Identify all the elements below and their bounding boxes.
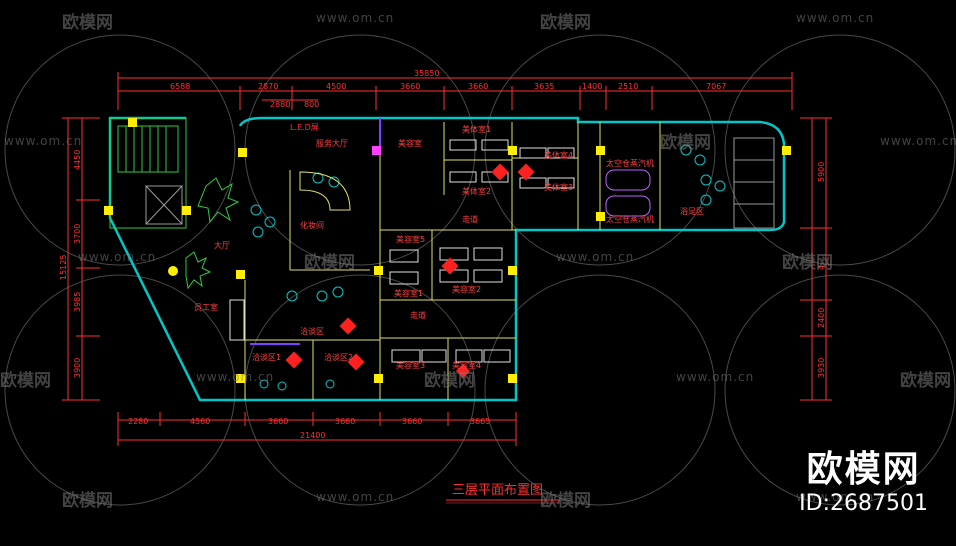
beds (389, 139, 575, 363)
watermark-url: www.om.cn (796, 11, 875, 25)
pink-column (372, 146, 381, 155)
room-body-3: 美体室3 (544, 182, 573, 192)
watermark-url: www.om.cn (796, 490, 875, 504)
room-consult-2: 洽谈区2 (324, 352, 353, 362)
svg-text:800: 800 (304, 100, 319, 109)
top-total-label: 35850 (414, 69, 439, 78)
svg-text:3660: 3660 (400, 82, 420, 91)
watermark-url: www.om.cn (78, 250, 157, 264)
watermark-logo: 欧模网 (900, 371, 951, 391)
svg-text:1400: 1400 (582, 82, 602, 91)
svg-text:6588: 6588 (170, 82, 190, 91)
left-total-label: 15125 (59, 255, 68, 280)
svg-text:3665: 3665 (470, 417, 490, 426)
svg-text:2880: 2880 (270, 100, 290, 109)
svg-text:5900: 5900 (817, 162, 826, 182)
svg-text:2400: 2400 (817, 308, 826, 328)
room-beauty-2: 美容室2 (452, 284, 481, 294)
room-staff: 员工室 (194, 302, 218, 312)
watermark-logo: 欧模网 (782, 253, 833, 273)
brand-badge: 欧模网 ID:2687501 (799, 450, 928, 518)
svg-text:4500: 4500 (326, 82, 346, 91)
watermark-logo: 欧模网 (540, 491, 591, 511)
svg-text:4: 4 (817, 265, 826, 270)
watermark-circles (4, 34, 956, 506)
svg-text:3900: 3900 (73, 358, 82, 378)
svg-text:3660: 3660 (268, 417, 288, 426)
watermark-logo: 欧模网 (660, 133, 711, 153)
svg-text:3985: 3985 (73, 292, 82, 312)
staff-desk (229, 299, 245, 341)
room-body-2: 美体室2 (462, 186, 491, 196)
room-body-1: 美体室1 (462, 124, 491, 134)
brand-logo: 欧模网 (806, 449, 921, 490)
watermark-url: www.om.cn (196, 370, 275, 384)
watermark-logo: 欧模网 (424, 371, 475, 391)
top-dimension-chain (117, 72, 793, 110)
svg-text:4450: 4450 (73, 150, 82, 170)
corridor-label: 走道 (462, 214, 478, 224)
bottom-total-label: 21400 (300, 431, 325, 440)
room-space-cabin-2: 太空仓蒸汽机 (606, 214, 654, 224)
stairwell (109, 117, 187, 229)
watermark-logo: 欧模网 (0, 371, 51, 391)
svg-text:3660: 3660 (335, 417, 355, 426)
watermark-url: www.om.cn (316, 11, 395, 25)
svg-text:2510: 2510 (618, 82, 638, 91)
watermark-logo: 欧模网 (304, 253, 355, 273)
svg-text:7067: 7067 (706, 82, 726, 91)
inner-walls (230, 122, 661, 400)
partitions (250, 118, 381, 345)
room-hall: 大厅 (214, 240, 230, 250)
sofa-chairs (250, 144, 726, 391)
tables (285, 163, 535, 379)
watermark-logo: 欧模网 (62, 13, 113, 33)
bottom-dimension-chain (117, 412, 517, 446)
room-beauty-5: 美容室5 (396, 234, 425, 244)
room-cosmetics: 化妆间 (300, 220, 324, 230)
space-cabins (605, 169, 651, 217)
plants (185, 177, 240, 290)
watermark-logo: 欧模网 (62, 491, 113, 511)
room-labels: 服务大厅 大厅 化妆间 员工室 洽谈区 洽谈区1 洽谈区2 美容室 美体室1 美… (194, 124, 704, 370)
svg-text:2280: 2280 (128, 417, 148, 426)
room-consult: 洽谈区 (300, 326, 324, 336)
drawing-title: 三层平面布置图 (452, 483, 543, 498)
svg-text:3930: 3930 (817, 358, 826, 378)
watermark-url: www.om.cn (556, 250, 635, 264)
columns (104, 118, 791, 383)
left-dimension-chain (62, 117, 100, 401)
dimension-labels: 35850 6588 2870 4500 3660 3660 3635 1400… (59, 69, 826, 440)
corridor-label-2: 走道 (410, 310, 426, 320)
room-beauty-4: 美容室4 (452, 360, 481, 370)
room-beauty-3: 美容室3 (396, 360, 425, 370)
watermark-url: www.om.cn (316, 490, 395, 504)
right-dimension-chain (800, 117, 832, 401)
room-pool: 浴足区 (680, 206, 704, 216)
watermark-url: www.om.cn (880, 134, 956, 148)
watermark-url: www.om.cn (676, 370, 755, 384)
room-consult-1: 洽谈区1 (252, 352, 281, 362)
room-products: 美容室 (398, 138, 422, 148)
svg-text:3660: 3660 (468, 82, 488, 91)
outer-walls (108, 116, 786, 402)
watermark-logo: 欧模网 (540, 13, 591, 33)
svg-text:3635: 3635 (534, 82, 554, 91)
elevator (145, 137, 775, 229)
svg-text:4560: 4560 (190, 417, 210, 426)
room-body-4: 美体室4 (544, 150, 573, 160)
watermark-url: www.om.cn (4, 134, 83, 148)
svg-text:3660: 3660 (402, 417, 422, 426)
reception-desk (299, 171, 351, 211)
svg-text:2870: 2870 (258, 82, 278, 91)
room-service-hall: 服务大厅 (316, 138, 348, 148)
svg-text:3700: 3700 (73, 224, 82, 244)
room-space-cabin-1: 太空仓蒸汽机 (606, 158, 654, 168)
asset-id: ID:2687501 (799, 491, 928, 516)
led-label: L.E.D屏 (290, 123, 319, 132)
room-beauty-1: 美容室1 (394, 288, 423, 298)
